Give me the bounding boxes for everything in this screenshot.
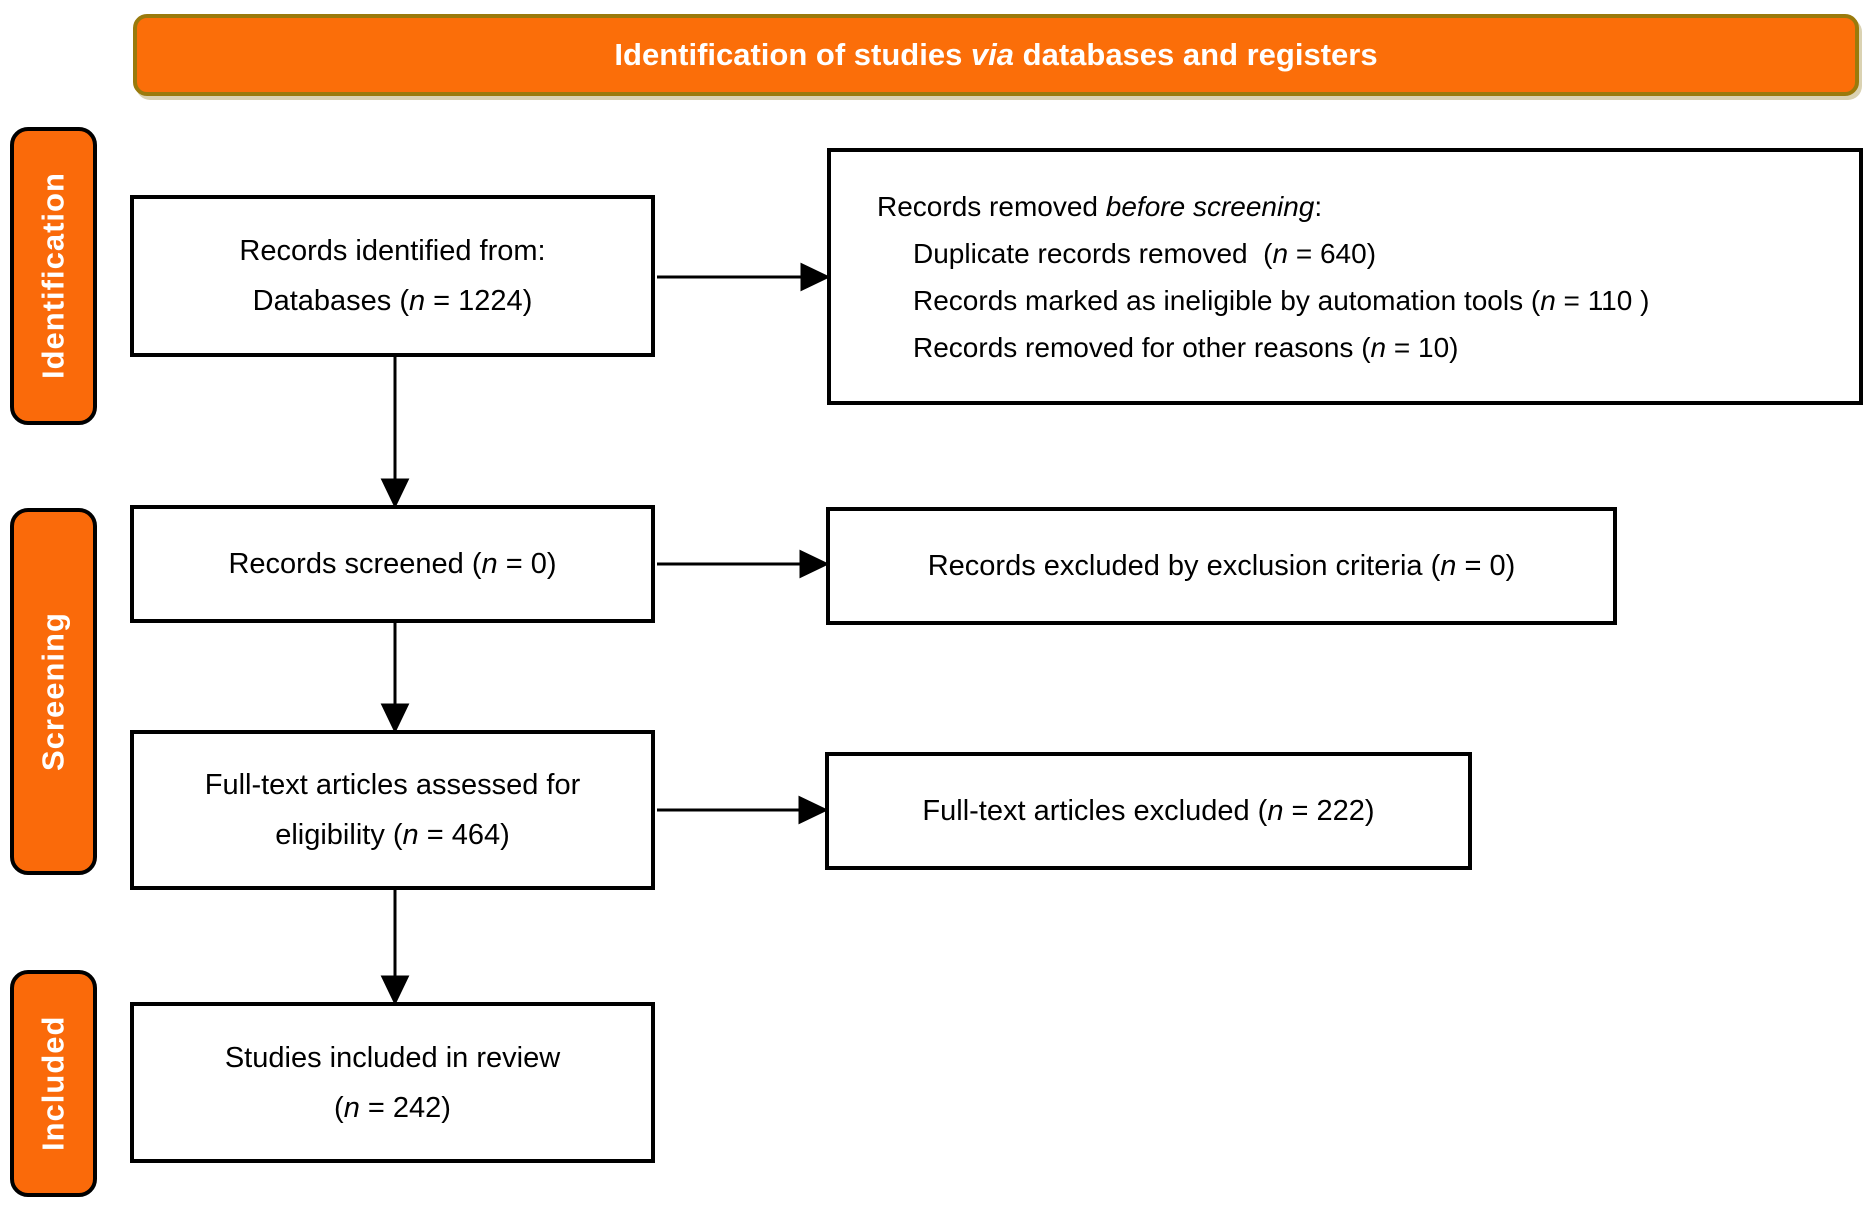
records-removed-line1: Records removed before screening: <box>877 183 1322 230</box>
arrow-assessed-to-included-head <box>380 975 410 1006</box>
records-removed-line4-pre: Records removed for other reasons ( <box>913 331 1371 363</box>
records-removed-line4-n: n <box>1370 331 1387 363</box>
fulltext-assessed-line2-pre: eligibility ( <box>275 819 403 851</box>
records-removed-line3-post: = 110 ) <box>1555 284 1650 316</box>
stage-label-included-text: Included <box>35 1015 71 1152</box>
box-studies-included: Studies included in review (n = 242) <box>130 1002 655 1163</box>
box-records-removed: Records removed before screening: Duplic… <box>827 148 1863 405</box>
arrow-assessed-to-ftexcluded-head <box>798 795 829 825</box>
records-removed-line3: Records marked as ineligible by automati… <box>877 277 1649 324</box>
records-screened-line1-n: n <box>481 548 498 580</box>
banner-text-pre: Identification of studies <box>614 37 971 72</box>
records-identified-line2: Databases (n = 1224) <box>253 276 533 326</box>
records-removed-line2-post: = 640) <box>1288 237 1377 269</box>
arrow-screened-to-assessed-head <box>380 703 410 734</box>
fulltext-assessed-line1-text: Full-text articles assessed for <box>204 769 581 801</box>
box-records-screened: Records screened (n = 0) <box>130 505 655 623</box>
studies-included-line1: Studies included in review <box>225 1033 560 1083</box>
studies-included-line1-text: Studies included in review <box>224 1041 561 1074</box>
records-removed-line1-post: : <box>1314 190 1323 222</box>
stage-label-screening: Screening <box>10 508 97 875</box>
stage-label-included: Included <box>10 970 97 1197</box>
banner-text-post: databases and registers <box>1014 37 1378 72</box>
fulltext-assessed-line2-n: n <box>402 819 419 851</box>
studies-included-line2-pre: ( <box>334 1091 344 1124</box>
fulltext-excluded-line1-post: = 222) <box>1283 795 1375 827</box>
banner-text-italic: via <box>970 37 1015 72</box>
records-screened-line1-pre: Records screened ( <box>228 548 482 580</box>
records-screened-line1-post: = 0) <box>497 548 557 580</box>
studies-included-line2-post: = 242) <box>359 1091 451 1124</box>
records-removed-line3-pre: Records marked as ineligible by automati… <box>913 284 1541 316</box>
records-removed-line1-italic: before screening <box>1105 190 1315 222</box>
studies-included-line2-n: n <box>343 1091 360 1124</box>
records-removed-line2-pre: Duplicate records removed ( <box>913 237 1273 269</box>
records-identified-line1: Records identified from: <box>239 226 545 276</box>
records-removed-line1-pre: Records removed <box>877 190 1106 222</box>
fulltext-assessed-line1: Full-text articles assessed for <box>205 760 581 810</box>
box-fulltext-assessed: Full-text articles assessed for eligibil… <box>130 730 655 890</box>
records-excluded-line1-n: n <box>1440 550 1457 582</box>
records-identified-line2-n: n <box>408 285 426 317</box>
records-removed-line3-n: n <box>1540 284 1556 316</box>
records-removed-line4-post: = 10) <box>1386 331 1459 363</box>
fulltext-assessed-line2: eligibility (n = 464) <box>275 810 510 860</box>
fulltext-excluded-line1: Full-text articles excluded (n = 222) <box>922 786 1374 836</box>
stage-label-identification-text: Identification <box>35 172 71 380</box>
records-excluded-line1-pre: Records excluded by exclusion criteria ( <box>927 550 1441 582</box>
stage-label-screening-text: Screening <box>35 612 71 771</box>
records-removed-line2: Duplicate records removed (n = 640) <box>877 230 1376 277</box>
box-records-identified: Records identified from: Databases (n = … <box>130 195 655 357</box>
fulltext-excluded-line1-pre: Full-text articles excluded ( <box>922 795 1268 827</box>
records-identified-line2-pre: Databases ( <box>252 285 409 317</box>
arrow-screened-to-excluded-head <box>799 549 830 579</box>
arrow-identified-to-removed-head <box>800 262 831 292</box>
box-records-excluded: Records excluded by exclusion criteria (… <box>826 507 1617 625</box>
records-screened-line1: Records screened (n = 0) <box>228 539 556 589</box>
records-removed-line2-n: n <box>1272 237 1289 269</box>
banner-title: Identification of studies via databases … <box>133 14 1859 96</box>
stage-label-identification: Identification <box>10 127 97 425</box>
records-identified-line1-text: Records identified from: <box>239 235 546 267</box>
fulltext-assessed-line2-post: = 464) <box>418 819 510 851</box>
records-removed-line4: Records removed for other reasons (n = 1… <box>877 324 1459 371</box>
records-identified-line2-post: = 1224) <box>425 285 533 317</box>
fulltext-excluded-line1-n: n <box>1267 795 1284 827</box>
studies-included-line2: (n = 242) <box>334 1083 451 1133</box>
records-excluded-line1: Records excluded by exclusion criteria (… <box>928 541 1516 591</box>
records-excluded-line1-post: = 0) <box>1456 550 1516 582</box>
box-fulltext-excluded: Full-text articles excluded (n = 222) <box>825 752 1472 870</box>
arrow-identified-to-screened-head <box>380 478 410 509</box>
